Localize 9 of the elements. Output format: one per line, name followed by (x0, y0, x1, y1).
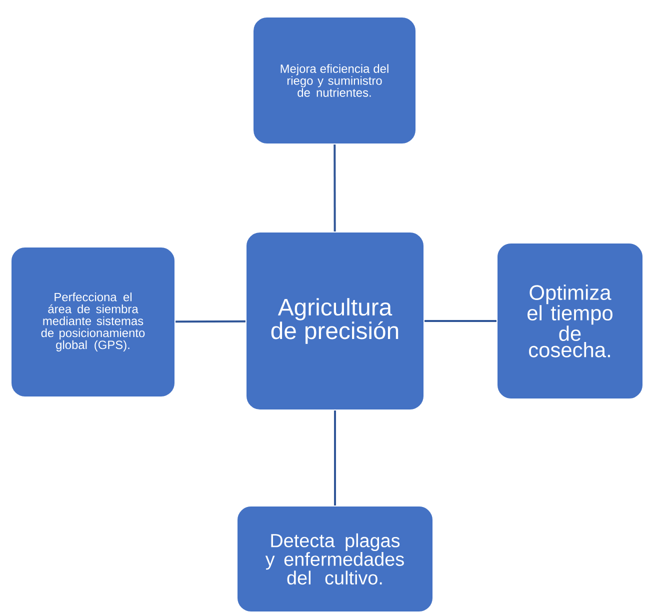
connector-line (424, 320, 496, 322)
process-box: Perfecciona el área de siembra mediante sistemas de posicionamiento global (GPS). (10, 246, 176, 398)
connector-line (334, 410, 336, 506)
process-box: Mejora eficiencia del riego y suministro de nutrientes. (252, 16, 416, 144)
process-box: Optimiza el tiempo de cosecha. (496, 242, 644, 400)
connector-line (176, 320, 246, 323)
process-box: Agricultura de precisión (246, 232, 424, 410)
connector-line (334, 144, 336, 232)
process-box: Detecta plagas y enfermedades del cultivo. (236, 506, 434, 612)
